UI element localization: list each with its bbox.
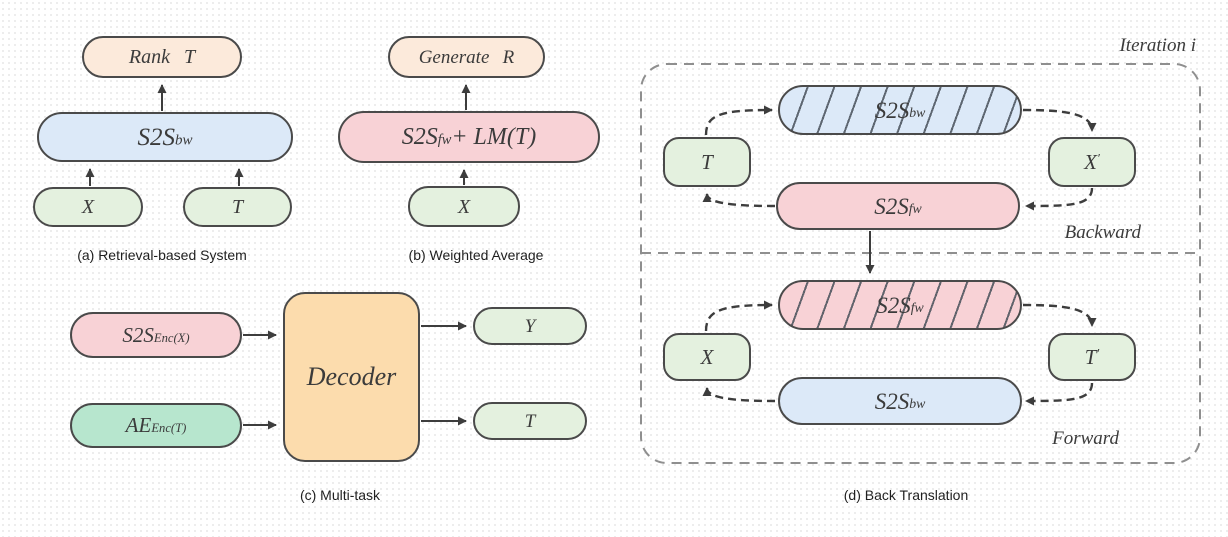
forward-label: Forward [1052, 428, 1119, 449]
forward-cycle-arrows [702, 300, 1097, 406]
t-prime-box: T′ [1048, 333, 1136, 381]
s2s-fw-lm-suffix: + LM(T) [451, 124, 537, 150]
x-input-box-b: X [408, 186, 520, 227]
backward-cycle-arrows [702, 105, 1097, 211]
arrow-xprime-to-s2sfw [1025, 187, 1094, 211]
t-output-box: T [473, 402, 587, 440]
generate-r-label: Generate R [418, 46, 515, 68]
y-output-box: Y [473, 307, 587, 345]
iteration-border [640, 63, 1201, 464]
caption-a: (a) Retrieval-based System [77, 247, 247, 263]
x-input-label-b: X [457, 195, 471, 218]
caption-b: (b) Weighted Average [408, 247, 544, 263]
s2s-bw-trained-sub: bw [909, 396, 926, 412]
t-output-label: T [524, 410, 536, 432]
t-prime-main: T [1084, 344, 1097, 369]
arrow-s2sfw-to-tprime [1022, 303, 1097, 327]
y-output-label: Y [524, 315, 536, 337]
s2s-encoder-main: S2S [122, 322, 154, 347]
panel-b-arrows [459, 84, 471, 185]
t-prime-mark: ′ [1096, 345, 1100, 361]
backward-label: Backward [1064, 222, 1141, 243]
arrow-t-to-s2sbw-frozen [704, 105, 773, 136]
x-input-label-a: X [81, 196, 95, 218]
x-input-box-a: X [33, 187, 143, 227]
s2s-bw-label-main: S2S [137, 123, 175, 151]
s2s-fw-frozen-main: S2S [876, 292, 911, 318]
x-prime-box: X′ [1048, 137, 1136, 187]
s2s-fw-lm-sub: fw [437, 131, 452, 148]
arrow-s2sbw-to-xprime [1022, 108, 1097, 132]
ae-encoder-main: AE [125, 413, 152, 437]
s2s-bw-label-sub: bw [174, 131, 193, 148]
x-source-label: X [700, 344, 714, 369]
panel-a-arrows [85, 84, 244, 186]
t-source-label: T [701, 149, 713, 174]
panel-c-arrows [243, 321, 467, 430]
t-source-box: T [663, 137, 751, 187]
caption-d: (d) Back Translation [843, 487, 969, 503]
s2s-fw-trained-main: S2S [874, 193, 909, 219]
s2s-fw-lm-main: S2S [401, 124, 438, 150]
caption-c: (c) Multi-task [299, 487, 381, 503]
rank-t-label: Rank T [128, 46, 196, 68]
t-input-box-a: T [183, 187, 292, 227]
x-source-box: X [663, 333, 751, 381]
s2s-fw-trained-sub: fw [908, 201, 922, 217]
s2s-bw-frozen-sub: bw [909, 105, 926, 121]
generate-r-box: Generate R [388, 36, 545, 78]
rank-t-box: Rank T [82, 36, 242, 78]
arrow-x-to-s2sfw-frozen [704, 300, 773, 332]
arrow-s2sfw-to-t [702, 193, 776, 208]
s2s-encoder-sub: Enc(X) [153, 330, 190, 345]
arrow-s2sbw-to-x [702, 387, 776, 403]
s2s-bw-frozen-main: S2S [874, 97, 910, 123]
ae-encoder-sub: Enc(T) [151, 420, 187, 435]
s2s-fw-frozen-sub: fw [910, 300, 924, 316]
x-prime-mark: ′ [1096, 150, 1100, 166]
arrow-tprime-to-s2sbw [1025, 382, 1094, 406]
iteration-frame [640, 63, 1201, 464]
t-input-label-a: T [231, 196, 244, 218]
decoder-box: Decoder [283, 292, 420, 462]
decoder-label: Decoder [306, 362, 397, 391]
s2s-bw-trained-main: S2S [874, 388, 910, 414]
iteration-label: Iteration i [1119, 35, 1196, 56]
x-prime-main: X [1084, 149, 1097, 174]
